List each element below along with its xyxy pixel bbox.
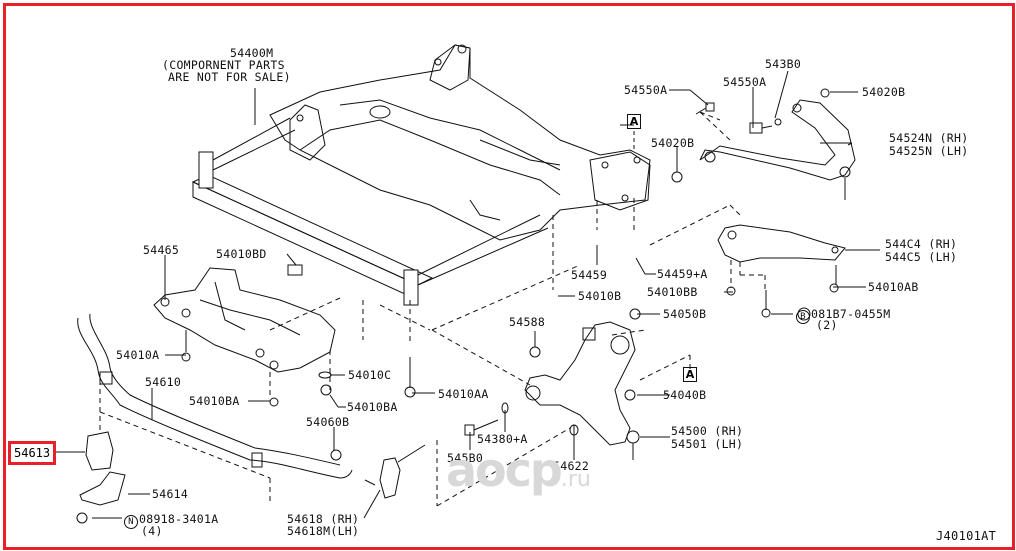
watermark-main: aocp [446,443,563,497]
label-544C4-rh: 544C4 (RH) [885,237,958,251]
label-54010AB: 54010AB [868,280,919,294]
upper-link-drawing [671,88,856,200]
label-54465: 54465 [143,243,180,257]
label-54614: 54614 [152,487,189,501]
label-54010B: 54010B [578,289,622,303]
label-54524N-rh: 54524N (RH) [889,131,969,145]
watermark: aocp.ru [446,447,591,503]
label-54618M-lh: 54618M(LH) [287,524,360,538]
label-54010A: 54010A [116,348,160,362]
drawing-code: J40101AT [936,529,997,543]
reference-mark-n-icon: N [124,515,138,529]
label-54060B: 54060B [306,415,350,429]
label-54010AA: 54010AA [438,387,489,401]
diagram-frame [3,3,1015,550]
reference-mark-b-icon: B [796,310,810,324]
label-54618-rh: 54618 (RH) [287,512,360,526]
label-54010BB: 54010BB [647,285,698,299]
reference-mark-a-bottom: A [683,367,697,382]
label-54050B: 54050B [663,307,707,321]
reference-mark-a-top: A [627,114,641,129]
leader-lines [55,70,880,519]
label-54550A-left: 54550A [624,83,668,97]
lower-rear-link-drawing [717,224,846,321]
label-54500-rh: 54500 (RH) [671,424,744,438]
label-54610: 54610 [145,375,182,389]
label-54010BA-left: 54010BA [189,394,240,408]
label-54380-a: 54380+A [477,432,528,446]
label-543B0: 543B0 [765,57,802,71]
stabilizer-bar-drawing [76,313,426,524]
label-54501-lh: 54501 (LH) [671,437,744,451]
label-54622: 54622 [553,459,590,473]
label-54459: 54459 [571,268,608,282]
label-08918-3401A-text: 08918-3401A [139,512,219,526]
label-54525N-lh: 54525N (LH) [889,144,969,158]
label-081B7-0455M-text: 081B7-0455M [811,307,891,321]
watermark-suffix: .ru [560,467,591,492]
label-54459-a: 54459+A [657,267,708,281]
label-54040B: 54040B [663,388,707,402]
small-member-drawing [153,264,416,407]
label-54400M-note-line2: ARE NOT FOR SALE) [168,70,291,84]
label-54020B-upper: 54020B [862,85,906,99]
label-54010BD: 54010BD [216,247,267,261]
label-54550A-right: 54550A [723,75,767,89]
label-54020B-lower: 54020B [651,136,695,150]
highlighted-part-54613[interactable]: 54613 [8,441,57,465]
dashed-assembly-lines [99,111,766,507]
label-54010C: 54010C [348,368,392,382]
suspension-member-drawing [191,44,651,306]
label-545B0: 545B0 [447,451,484,465]
label-08918-qty: (4) [141,524,163,538]
label-54010BA-right: 54010BA [347,400,398,414]
label-081B7-qty: (2) [816,318,838,332]
label-54588: 54588 [509,315,546,329]
transverse-link-drawing [464,308,641,460]
label-544C5-lh: 544C5 (LH) [885,250,958,264]
label-54400M-note-line1: (COMPORNENT PARTS [162,58,285,72]
label-54400M: 54400M [230,46,274,60]
